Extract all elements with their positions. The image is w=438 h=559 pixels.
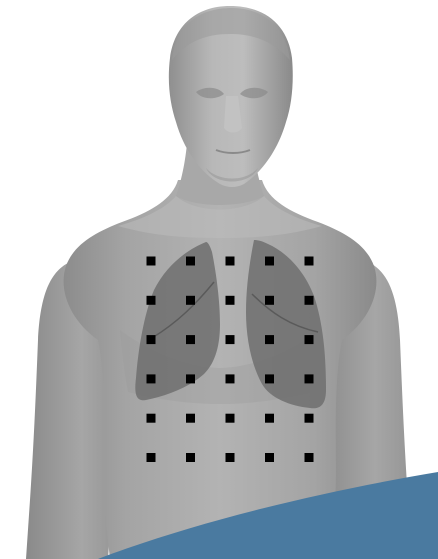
electrode-r2-c2 xyxy=(186,296,195,305)
electrode-r1-c5 xyxy=(305,257,314,266)
electrode-r4-c2 xyxy=(186,374,195,383)
electrode-r6-c1 xyxy=(147,453,156,462)
electrode-r5-c5 xyxy=(305,414,314,423)
electrode-r3-c5 xyxy=(305,335,314,344)
electrode-r3-c1 xyxy=(147,335,156,344)
electrode-r6-c2 xyxy=(186,453,195,462)
electrode-r5-c1 xyxy=(147,414,156,423)
electrode-r3-c4 xyxy=(265,335,274,344)
electrode-r5-c3 xyxy=(226,414,235,423)
electrode-r2-c4 xyxy=(265,296,274,305)
electrode-r1-c4 xyxy=(265,257,274,266)
electrode-r4-c1 xyxy=(147,374,156,383)
electrode-r5-c4 xyxy=(265,414,274,423)
electrode-r3-c3 xyxy=(226,335,235,344)
electrode-r6-c5 xyxy=(305,453,314,462)
electrode-r6-c4 xyxy=(265,453,274,462)
electrode-r4-c5 xyxy=(305,374,314,383)
electrode-r2-c5 xyxy=(305,296,314,305)
electrode-r3-c2 xyxy=(186,335,195,344)
electrode-r2-c1 xyxy=(147,296,156,305)
electrode-r5-c2 xyxy=(186,414,195,423)
electrode-r1-c2 xyxy=(186,257,195,266)
electrode-r4-c3 xyxy=(226,374,235,383)
electrode-r6-c3 xyxy=(226,453,235,462)
electrode-r1-c1 xyxy=(147,257,156,266)
electrode-r2-c3 xyxy=(226,296,235,305)
electrode-r4-c4 xyxy=(265,374,274,383)
electrode-r1-c3 xyxy=(226,257,235,266)
